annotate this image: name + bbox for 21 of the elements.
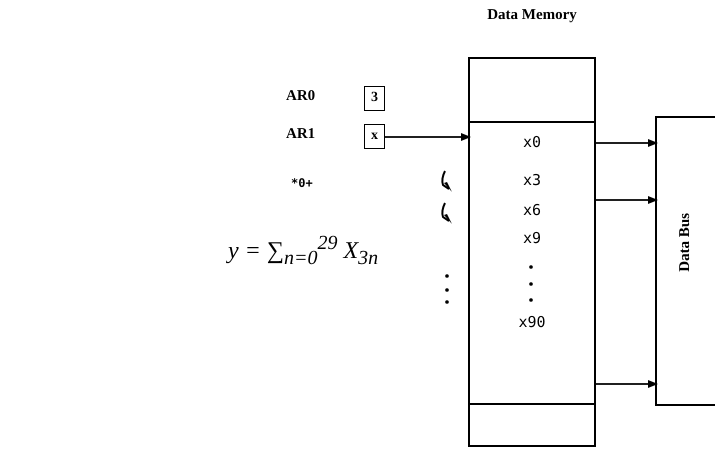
register-label: AR1 [286,126,316,143]
data-bus-label: Data Bus [677,213,694,272]
memory-entry: x90 [470,309,594,339]
memory-section [468,403,596,447]
arrow [595,139,658,147]
note-text: *0+ [291,176,313,190]
memory-section [468,121,596,405]
arrow [385,133,471,141]
memory-entry: x9 [470,225,594,251]
memory-heading: Data Memory [486,7,578,24]
memory-entry: x3 [470,167,594,193]
register-value: 3 [364,86,385,111]
arrow [595,196,658,204]
arrow [595,380,658,388]
register-label: AR0 [286,88,316,105]
data-bus-box [655,116,715,406]
memory-section [468,57,596,123]
memory-entry: x0 [470,129,594,159]
summation-formula: y = ∑$_{n=0}$$^{29}$ X$_{3n}$ [228,232,378,270]
register-value: x [364,124,385,149]
memory-entry: x6 [470,197,594,223]
